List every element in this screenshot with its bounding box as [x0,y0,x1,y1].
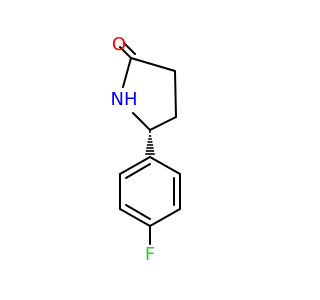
bond-ar6-ar1 [119,156,151,175]
bond-ar4-ar5-inner [125,204,151,220]
bond-n1-c2 [122,57,132,88]
bond-c2-o-a [119,46,132,59]
benzene-ring [119,156,181,227]
carbonyl-bond [119,42,136,59]
bond-ar3-ar4 [149,208,181,227]
bond-c2-o-b [123,42,136,55]
bond-ar1-ar2 [149,156,181,175]
pyrrolidinone-ring [122,57,177,131]
molecule-canvas: O NH F [111,34,181,265]
hashed-wedge-bond [145,131,155,155]
bond-ar6-ar1-inner [125,163,151,179]
nitrogen-label: NH [111,89,138,110]
oxygen-label: O [112,34,126,55]
bond-c5-n1 [132,112,151,131]
bond-ar4-ar5 [119,208,151,227]
bond-c4-c5 [149,116,177,131]
structure-drawing: O NH F [111,34,181,265]
bond-c3-c4 [174,70,177,118]
fluorine-label: F [145,244,155,265]
bond-c2-c3 [130,57,176,72]
